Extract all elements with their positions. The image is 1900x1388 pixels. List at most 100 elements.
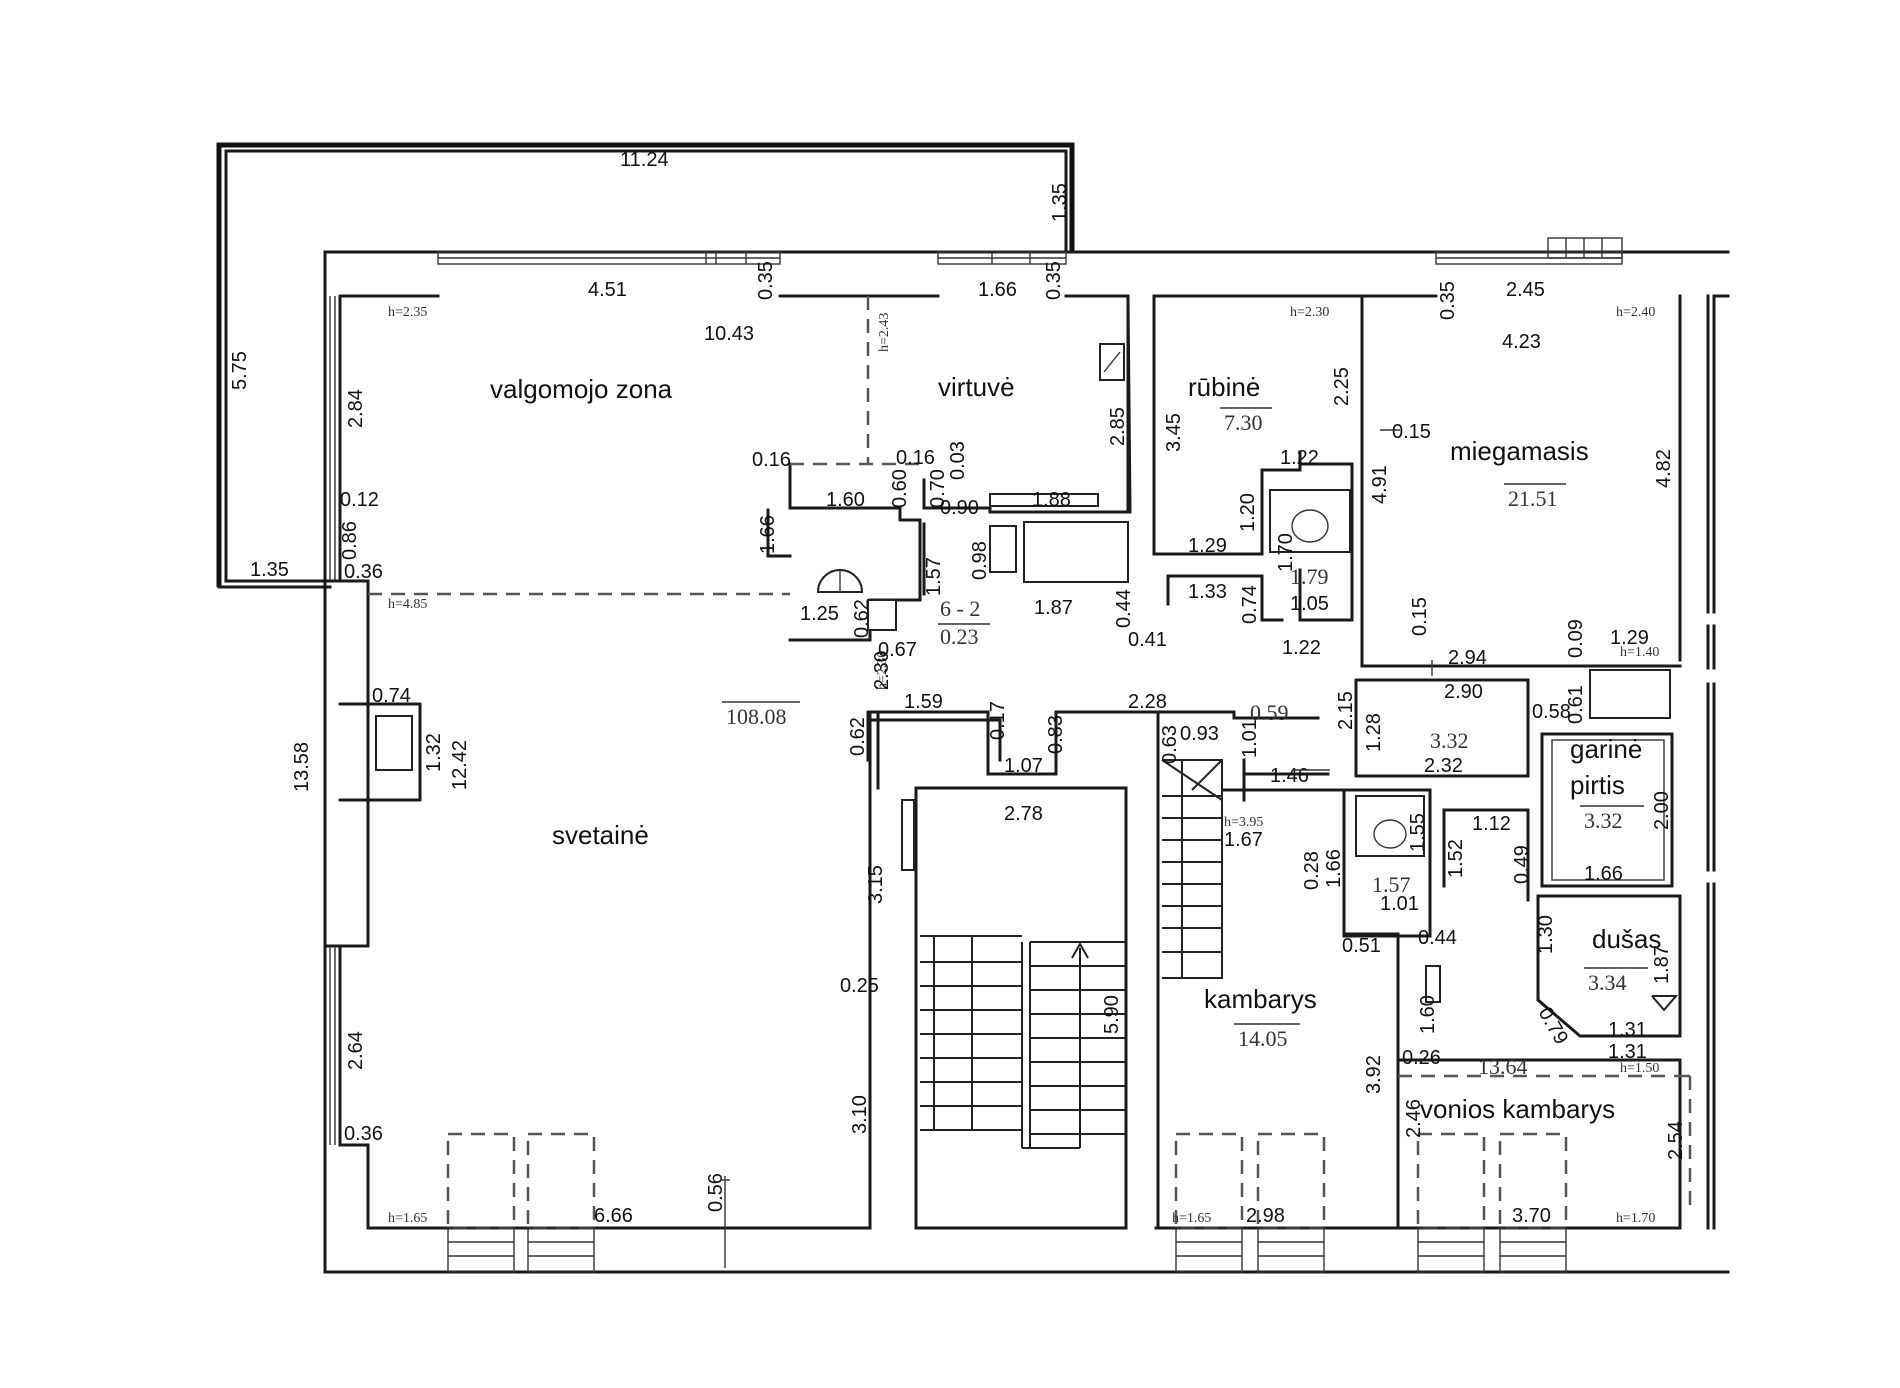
area-bathroom: 13.64 xyxy=(1478,1054,1528,1079)
dimension-label: 4.51 xyxy=(588,279,627,301)
dimension-label: 12.42 xyxy=(449,740,471,790)
dimension-label: 4.82 xyxy=(1653,449,1675,488)
dimension-label: 1.01 xyxy=(1380,893,1419,915)
dimension-label: 0.17 xyxy=(987,701,1009,740)
height-mark: h=4.85 xyxy=(388,597,427,612)
dimension-label: 0.61 xyxy=(1565,685,1587,724)
room-label-living: svetainė xyxy=(552,820,649,850)
dimension-label: 1.25 xyxy=(800,603,839,625)
dimension-label: 2.54 xyxy=(1665,1121,1687,1160)
room-areas: 7.30 21.51 108.08 1.79 6 - 2 0.23 0.59 3… xyxy=(722,407,1648,1079)
dimension-label: 2.28 xyxy=(1128,691,1167,713)
dimension-label: 1.67 xyxy=(1224,829,1263,851)
dimension-label: 0.26 xyxy=(1402,1047,1441,1069)
area-shower: 3.34 xyxy=(1588,970,1627,995)
dimension-label: 0.03 xyxy=(947,441,969,480)
dimension-label: 2.32 xyxy=(1424,755,1463,777)
dimension-label: 0.98 xyxy=(969,541,991,580)
dimension-label: 1.33 xyxy=(1188,581,1227,603)
dimension-label: 0.44 xyxy=(1113,589,1135,628)
room-labels: valgomojo zona virtuvė rūbinė miegamasis… xyxy=(490,372,1661,1124)
stair-secondary xyxy=(1161,759,1223,979)
dimension-label: 0.28 xyxy=(1301,851,1323,890)
dimension-label: 2.84 xyxy=(345,389,367,428)
area-wardrobe: 7.30 xyxy=(1224,410,1263,435)
dimension-label: 2.45 xyxy=(1506,279,1545,301)
height-mark: h=2.30 xyxy=(875,651,890,690)
area-room: 14.05 xyxy=(1238,1026,1288,1051)
room-label-kitchen: virtuvė xyxy=(938,372,1015,402)
dimension-label: 0.51 xyxy=(1342,935,1381,957)
area-wc-2: 1.57 xyxy=(1372,872,1411,897)
dimension-label: 0.15 xyxy=(1392,421,1431,443)
room-label-wardrobe: rūbinė xyxy=(1188,372,1260,402)
dimension-label: 0.25 xyxy=(840,975,879,997)
dimension-label: 1.01 xyxy=(1239,719,1261,758)
dimension-label: 5.90 xyxy=(1101,995,1123,1034)
dimension-label: 1.87 xyxy=(1034,597,1073,619)
dimension-label: 1.57 xyxy=(923,557,945,596)
dimension-label: 3.92 xyxy=(1363,1055,1385,1094)
dimension-label: 0.58 xyxy=(1532,701,1571,723)
dimension-label: 0.35 xyxy=(1437,281,1459,320)
height-mark: h=2.40 xyxy=(1616,305,1655,320)
dimension-label: 2.64 xyxy=(345,1031,367,1070)
dimension-label: 1.46 xyxy=(1270,765,1309,787)
dimension-label: 6.66 xyxy=(594,1205,633,1227)
dimension-label: 2.78 xyxy=(1004,803,1043,825)
fixtures xyxy=(816,343,1679,1012)
dimension-label: 0.74 xyxy=(372,685,411,707)
zone-boundaries xyxy=(368,296,1692,1212)
dimension-label: 0.35 xyxy=(755,261,777,300)
dimension-label: 1.60 xyxy=(826,489,865,511)
dimension-label: 1.22 xyxy=(1282,637,1321,659)
dimension-label: 0.15 xyxy=(1409,597,1431,636)
dimension-label: 1.30 xyxy=(1535,915,1557,954)
dimension-label: 0.63 xyxy=(1159,725,1181,764)
dimension-label: 11.24 xyxy=(620,149,669,171)
dimension-label: 3.10 xyxy=(849,1095,871,1134)
dimension-label: 1.31 xyxy=(1608,1041,1647,1063)
dimension-label: 1.05 xyxy=(1290,593,1329,615)
dimension-label: 0.62 xyxy=(847,717,869,756)
dimension-label: 0.16 xyxy=(752,449,791,471)
dimension-label: 0.93 xyxy=(1180,723,1219,745)
dimension-label: 0.90 xyxy=(940,497,979,519)
dimension-label: 2.98 xyxy=(1246,1205,1285,1227)
exterior-steps xyxy=(446,1132,1568,1273)
counter-fixture xyxy=(1023,521,1129,583)
dimension-label: 0.60 xyxy=(889,469,911,508)
radiator-fixture xyxy=(1425,965,1441,1003)
dimension-label: 1.87 xyxy=(1651,945,1673,984)
area-living: 108.08 xyxy=(726,704,787,729)
dimension-label: 0.70 xyxy=(927,469,949,508)
dimension-label: 1.66 xyxy=(978,279,1017,301)
dimension-label: 1.22 xyxy=(1280,447,1319,469)
height-mark: h=2.30 xyxy=(1290,305,1329,320)
area-small-6-2: 6 - 2 xyxy=(940,596,980,621)
dimension-label: 3.15 xyxy=(865,865,887,904)
dimension-label: 0.16 xyxy=(896,447,935,469)
dimension-label: 2.00 xyxy=(1651,791,1673,830)
dimension-label: 2.15 xyxy=(1335,691,1357,730)
dimension-label: 4.91 xyxy=(1369,465,1391,504)
dimension-label: 2.30 xyxy=(871,651,893,690)
dimension-label: 0.83 xyxy=(1045,715,1067,754)
dimension-label: 0.35 xyxy=(1043,261,1065,300)
dimension-label: 0.36 xyxy=(344,561,383,583)
dimension-label: 0.56 xyxy=(705,1173,727,1212)
dimension-label: 1.66 xyxy=(1584,863,1623,885)
dimension-label: 1.20 xyxy=(1237,493,1259,532)
dimension-label: 0.09 xyxy=(1565,619,1587,658)
fridge-fixture xyxy=(989,525,1017,573)
room-label-sauna-1: garinė xyxy=(1570,734,1642,764)
area-small-0-23: 0.23 xyxy=(940,624,979,649)
sauna-heater-fixture xyxy=(1589,669,1671,719)
height-mark: h=2.43 xyxy=(877,313,892,352)
dimension-label: 2.90 xyxy=(1444,681,1483,703)
dimension-label: 1.32 xyxy=(423,733,445,772)
dimension-label: 1.52 xyxy=(1445,839,1467,878)
dimension-label: 0.12 xyxy=(340,489,379,511)
dimension-label: 3.70 xyxy=(1512,1205,1551,1227)
